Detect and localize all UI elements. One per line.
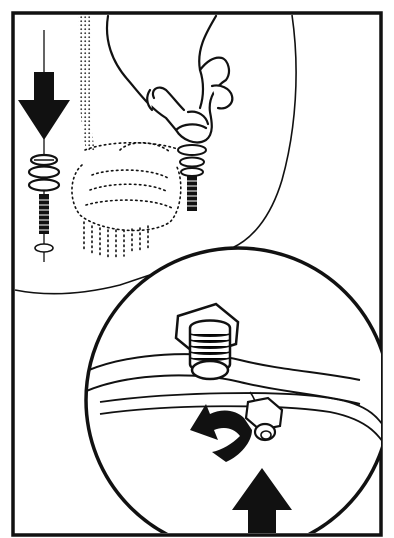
installation-diagram	[0, 0, 394, 538]
instruction-figure	[0, 0, 394, 538]
